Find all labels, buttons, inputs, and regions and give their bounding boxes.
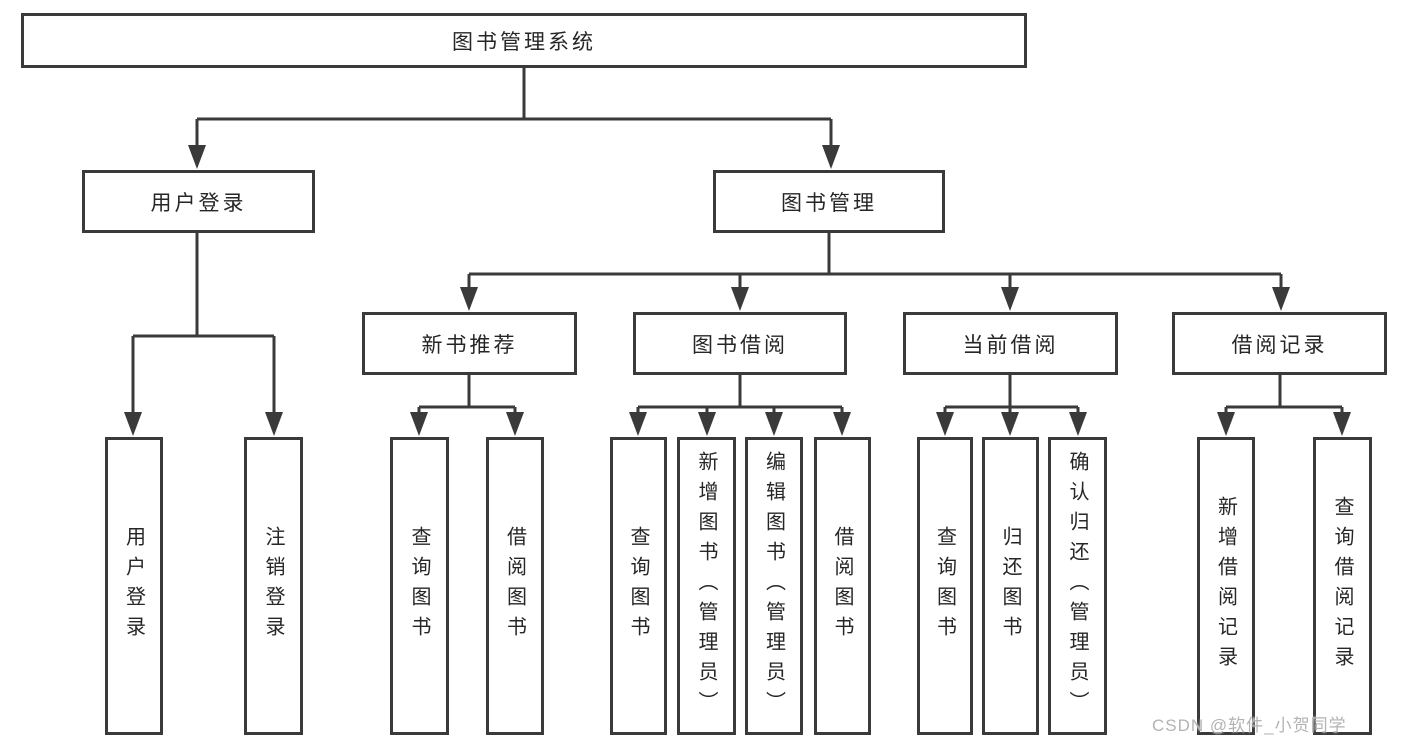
leaf-add-borrow-record: 新增借阅记录 [1197,437,1255,735]
node-new-book-recommendation: 新书推荐 [362,312,577,375]
leaf-edit-books-admin: 编辑图书（管理员） [745,437,803,735]
leaf-label: 新增借阅记录 [1214,496,1237,676]
leaf-label: 注销登录 [262,526,284,646]
node-borrowing-records: 借阅记录 [1172,312,1387,375]
node-library-management-system: 图书管理系统 [21,13,1027,68]
arrowheads [124,145,1351,436]
leaf-query-borrow-record: 查询借阅记录 [1313,437,1372,735]
leaf-query-books-borrow: 查询图书 [610,437,667,735]
leaf-label: 归还图书 [999,526,1021,646]
leaf-query-books-current: 查询图书 [917,437,973,735]
leaf-label: 借阅图书 [831,526,853,646]
leaf-add-books-admin: 新增图书（管理员） [677,437,736,735]
leaf-label: 用户登录 [122,526,145,646]
node-label: 借阅记录 [1231,333,1328,357]
leaf-return-books: 归还图书 [982,437,1039,735]
node-label: 图书管理 [781,191,877,215]
node-book-management: 图书管理 [713,170,945,233]
node-label: 当前借阅 [962,333,1059,357]
connector-path [131,68,1344,416]
leaf-label: 编辑图书（管理员） [762,451,785,721]
node-label: 用户登录 [150,191,247,215]
leaf-label: 借阅图书 [503,526,526,646]
leaf-borrow-books: 借阅图书 [814,437,871,735]
node-label: 图书借阅 [692,333,788,357]
leaf-label: 查询图书 [627,526,649,646]
leaf-logout: 注销登录 [244,437,303,735]
node-label: 新书推荐 [421,333,518,357]
leaf-borrow-books-recommend: 借阅图书 [486,437,544,735]
csdn-watermark: CSDN @软件_小贺同学 [1152,716,1347,735]
leaf-query-books-recommend: 查询图书 [390,437,449,735]
node-user-login: 用户登录 [82,170,315,233]
leaf-confirm-return-admin: 确认归还（管理员） [1048,437,1107,735]
node-current-borrowing: 当前借阅 [903,312,1118,375]
node-book-borrowing: 图书借阅 [633,312,847,375]
leaf-label: 查询图书 [408,526,430,646]
leaf-label: 查询借阅记录 [1331,496,1353,676]
leaf-label: 查询图书 [933,526,956,646]
leaf-label: 新增图书（管理员） [695,451,717,721]
leaf-label: 确认归还（管理员） [1066,451,1088,721]
leaf-user-login: 用户登录 [105,437,163,735]
node-label: 图书管理系统 [452,30,596,54]
